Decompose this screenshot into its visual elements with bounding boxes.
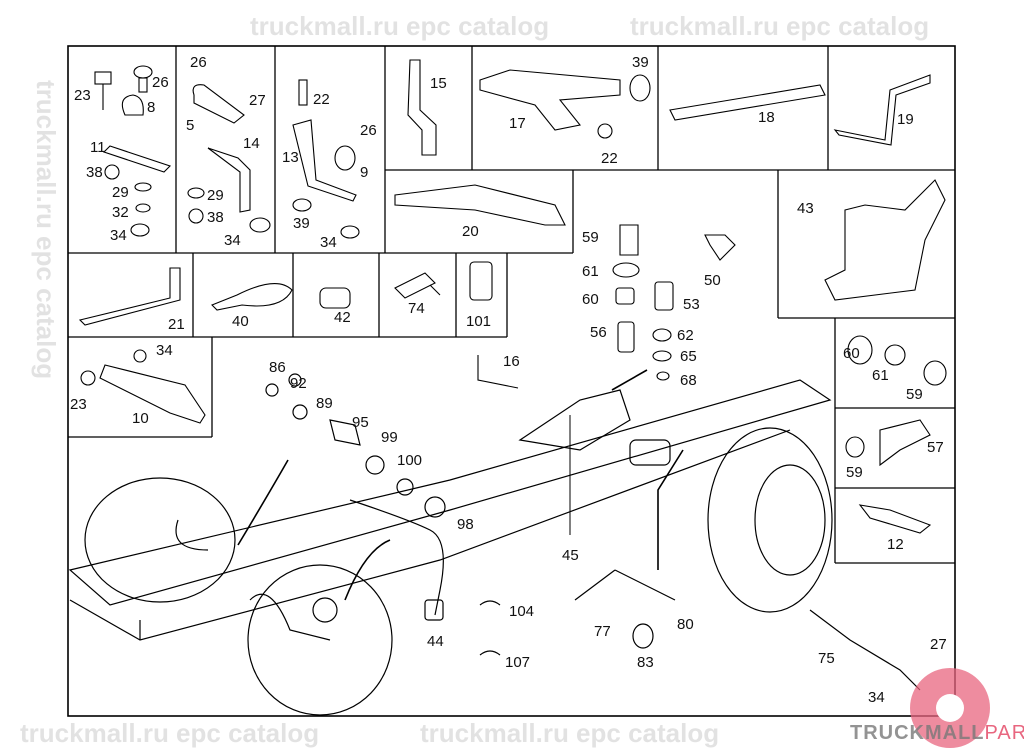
part-label: 42 xyxy=(334,309,351,326)
part-label: 14 xyxy=(243,135,260,152)
part-label: 9 xyxy=(360,164,369,181)
part-label: 12 xyxy=(887,536,904,553)
part-label: 39 xyxy=(632,54,649,71)
part-label: 23 xyxy=(70,396,87,413)
watermark: truckmall.ru epc catalog xyxy=(31,80,61,380)
part-label: 100 xyxy=(397,452,423,469)
part-label: 19 xyxy=(897,111,914,128)
part-label: 86 xyxy=(269,359,286,376)
part-label: 65 xyxy=(680,348,697,365)
part-label: 38 xyxy=(86,164,103,181)
chassis xyxy=(68,369,921,716)
part-label: 26 xyxy=(190,54,207,71)
part-label: 89 xyxy=(316,395,333,412)
part-label: 98 xyxy=(457,516,474,533)
part-label: 74 xyxy=(408,300,425,317)
part-label: 95 xyxy=(352,414,369,431)
part-label: 104 xyxy=(509,603,535,620)
part-label: 26 xyxy=(360,122,377,139)
part-label: 22 xyxy=(313,91,330,108)
watermark: truckmall.ru epc catalog xyxy=(420,718,720,748)
part-label: 44 xyxy=(427,633,444,650)
part-label: 61 xyxy=(872,367,889,384)
part-label: 43 xyxy=(797,200,814,217)
part-label: 60 xyxy=(582,291,599,308)
part-label: 34 xyxy=(224,232,241,249)
part-label: 57 xyxy=(927,439,944,456)
part-label: 23 xyxy=(74,87,91,104)
watermark: truckmall.ru epc catalog xyxy=(630,11,930,41)
part-label: 34 xyxy=(110,227,127,244)
part-label: 8 xyxy=(147,99,156,116)
part-label: 75 xyxy=(818,650,835,667)
part-label: 21 xyxy=(168,316,185,333)
part-label: 39 xyxy=(293,215,310,232)
truckmallparts-logo: TRUCKMALLPARTS xyxy=(850,722,1024,744)
part-label: 16 xyxy=(503,353,520,370)
part-label: 107 xyxy=(505,654,531,671)
part-label: 92 xyxy=(290,375,307,392)
part-label: 34 xyxy=(868,689,885,706)
part-label: 20 xyxy=(462,223,479,240)
watermark: truckmall.ru epc catalog xyxy=(250,11,550,41)
part-label: 60 xyxy=(843,345,860,362)
part-label: 18 xyxy=(758,109,775,126)
part-label: 13 xyxy=(282,149,299,166)
part-label: 50 xyxy=(704,272,721,289)
part-label: 56 xyxy=(590,324,607,341)
part-label: 59 xyxy=(846,464,863,481)
part-label: 27 xyxy=(930,636,947,653)
part-label: 26 xyxy=(152,74,169,91)
part-label: 29 xyxy=(207,187,224,204)
part-label: 59 xyxy=(582,229,599,246)
part-label: 99 xyxy=(381,429,398,446)
part-label: 59 xyxy=(906,386,923,403)
watermark: truckmall.ru epc catalog xyxy=(20,718,320,748)
small-parts xyxy=(78,59,947,534)
part-label: 5 xyxy=(186,117,195,134)
part-label: 34 xyxy=(156,342,173,359)
part-label: 29 xyxy=(112,184,129,201)
part-label: 101 xyxy=(466,313,492,330)
part-label: 32 xyxy=(112,204,129,221)
part-label: 53 xyxy=(683,296,700,313)
part-label: 62 xyxy=(677,327,694,344)
part-label: 10 xyxy=(132,410,149,427)
part-label: 15 xyxy=(430,75,447,92)
part-label: 77 xyxy=(594,623,611,640)
part-label: 83 xyxy=(637,654,654,671)
part-label: 27 xyxy=(249,92,266,109)
panel-borders xyxy=(67,45,956,717)
logo-gear-icon xyxy=(910,668,990,748)
part-label: 11 xyxy=(90,139,106,156)
part-label: 40 xyxy=(232,313,249,330)
part-label: 45 xyxy=(562,547,579,564)
part-label: 80 xyxy=(677,616,694,633)
part-label: 34 xyxy=(320,234,337,251)
part-label: 38 xyxy=(207,209,224,226)
part-label: 17 xyxy=(509,115,526,132)
part-label: 22 xyxy=(601,150,618,167)
part-label: 61 xyxy=(582,263,599,280)
part-label: 68 xyxy=(680,372,697,389)
